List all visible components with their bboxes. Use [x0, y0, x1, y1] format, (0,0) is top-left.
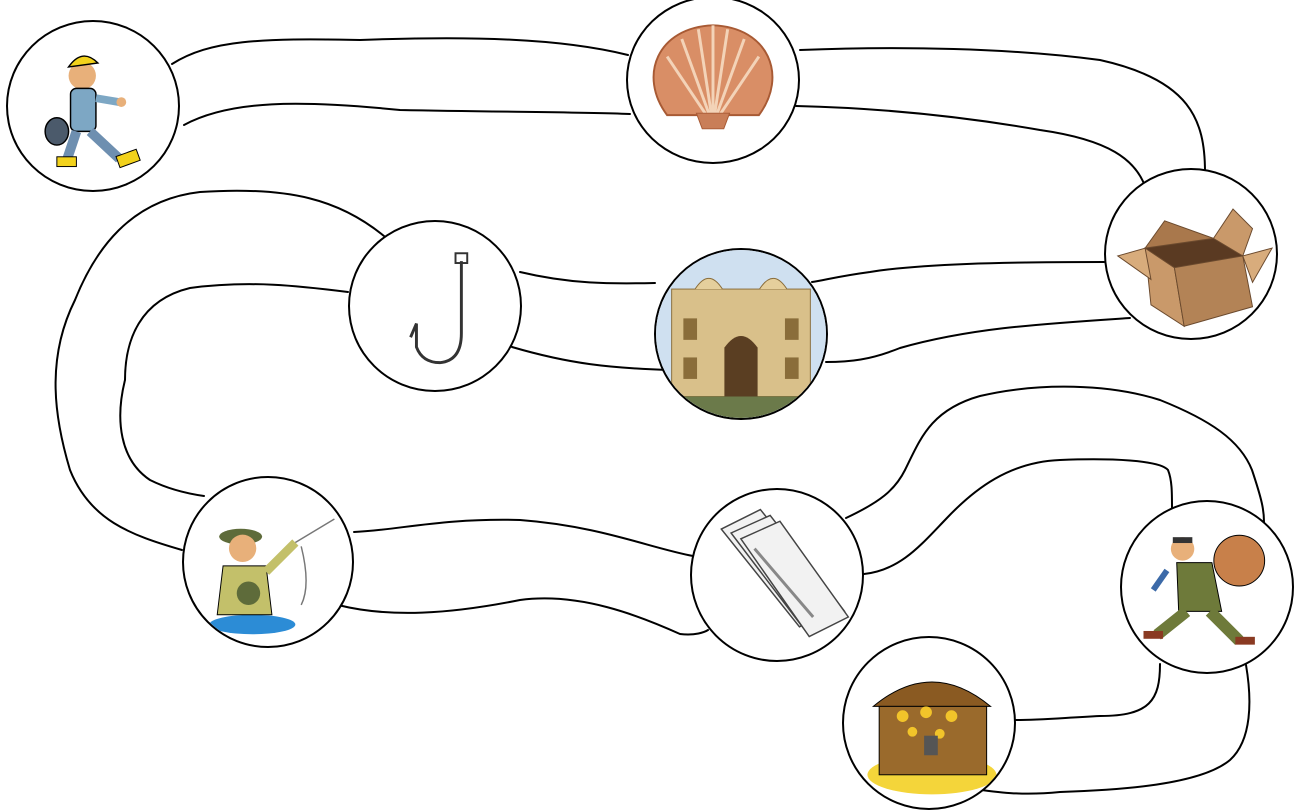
fisherman-icon — [209, 518, 335, 635]
palace-icon — [656, 250, 826, 418]
stop-money — [690, 488, 864, 662]
thief-with-sack-icon — [1143, 534, 1266, 645]
stop-fisherman — [182, 476, 354, 648]
stop-shell — [626, 0, 800, 164]
stop-thief — [1120, 500, 1294, 674]
treasure-chest-icon — [867, 681, 997, 795]
stop-palace — [654, 248, 828, 420]
stop-walker — [6, 20, 180, 192]
cardboard-box-icon — [1116, 208, 1274, 328]
banknotes-icon — [720, 508, 850, 638]
walking-man-icon — [44, 55, 141, 169]
stop-treasure — [842, 636, 1016, 810]
fish-hook-icon — [409, 252, 469, 365]
stop-box — [1104, 168, 1278, 340]
stop-hook — [348, 220, 522, 392]
scallop-shell-icon — [652, 24, 774, 130]
